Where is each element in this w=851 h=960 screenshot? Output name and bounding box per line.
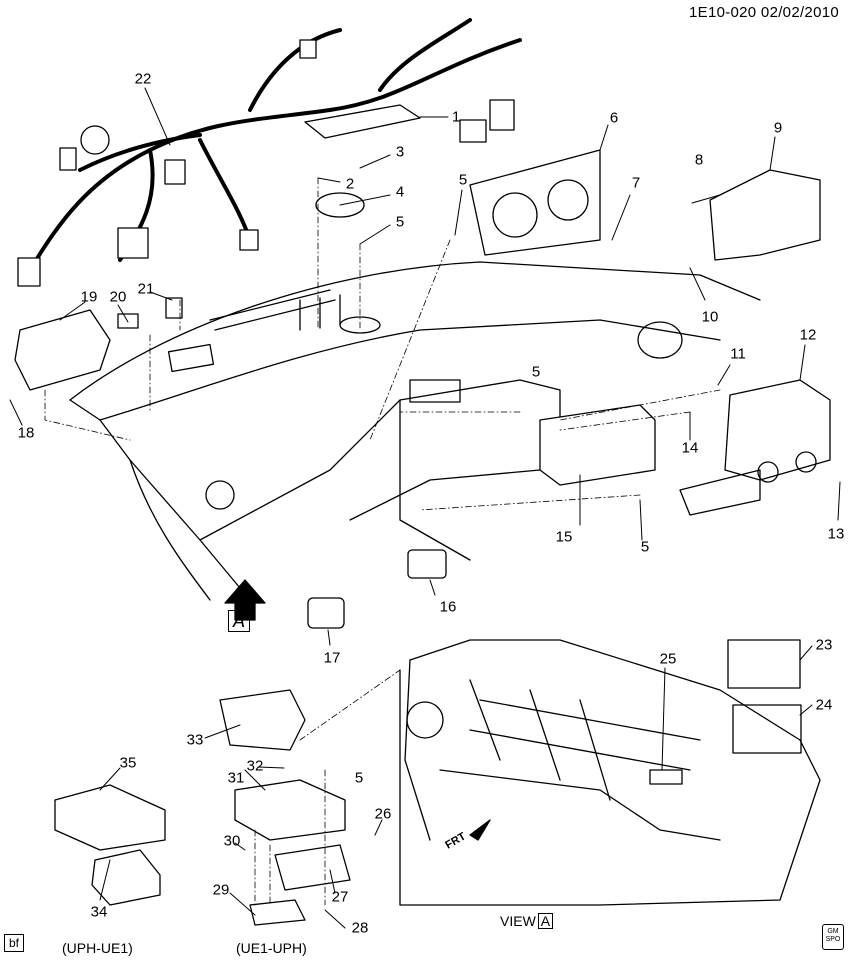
- view-a-marker: A: [228, 610, 251, 632]
- callout-13: 13: [827, 525, 845, 543]
- part-33-module: [219, 689, 306, 751]
- view-letter-box: A: [537, 913, 554, 929]
- callout-34: 34: [90, 903, 108, 921]
- callout-22: 22: [134, 70, 152, 88]
- part-23-module: [727, 639, 801, 689]
- part-31-bracket: [234, 779, 346, 841]
- callout-5: 5: [458, 171, 468, 189]
- callout-2: 2: [345, 175, 355, 193]
- instrument-panel: [69, 261, 761, 601]
- callout-19: 19: [80, 288, 98, 306]
- mid-caption: (UE1-UPH): [236, 940, 307, 956]
- alignment-lines: [44, 177, 721, 906]
- callout-35: 35: [119, 754, 137, 772]
- part-15-radio: [539, 404, 656, 486]
- front-arrow: [469, 819, 491, 841]
- view-a-frame: [399, 669, 601, 906]
- part-27-module: [274, 844, 351, 891]
- leader-lines: [9, 87, 841, 929]
- left-caption: (UPH-UE1): [62, 940, 133, 956]
- part-17-switch: [307, 597, 345, 629]
- part-9-bezel: [709, 169, 821, 261]
- callout-17: 17: [323, 649, 341, 667]
- wiring-harness: [28, 18, 522, 272]
- callout-28: 28: [351, 919, 369, 937]
- callout-5: 5: [354, 769, 364, 787]
- callout-25: 25: [659, 650, 677, 668]
- callout-33: 33: [186, 731, 204, 749]
- diagram-reference-id: 1E10-020 02/02/2010: [689, 4, 839, 21]
- callout-16: 16: [439, 598, 457, 616]
- callout-26: 26: [374, 805, 392, 823]
- callout-10: 10: [701, 308, 719, 326]
- callout-3: 3: [395, 143, 405, 161]
- callout-23: 23: [815, 636, 833, 654]
- part-6-cluster: [469, 149, 601, 256]
- callout-30: 30: [223, 832, 241, 850]
- callout-5: 5: [640, 538, 650, 556]
- part-12-control-panel: [724, 379, 831, 481]
- callout-20: 20: [109, 288, 127, 306]
- callout-1: 1: [451, 108, 461, 126]
- part-34-module: [91, 849, 161, 906]
- callout-27: 27: [331, 888, 349, 906]
- callout-14: 14: [681, 439, 699, 457]
- callout-31: 31: [227, 769, 245, 787]
- view-text: VIEW: [500, 913, 536, 929]
- gm-spo-logo: GM SPO: [822, 924, 844, 950]
- callout-5: 5: [395, 213, 405, 231]
- callout-15: 15: [555, 528, 573, 546]
- callout-8: 8: [694, 151, 704, 169]
- part-24-bracket: [732, 704, 802, 754]
- part-1-grille: [304, 104, 421, 139]
- callout-24: 24: [815, 696, 833, 714]
- part-16-switch: [407, 549, 447, 579]
- part-35-bracket: [54, 784, 166, 851]
- callout-4: 4: [395, 183, 405, 201]
- callout-6: 6: [609, 109, 619, 127]
- callout-21: 21: [137, 280, 155, 298]
- callout-9: 9: [773, 119, 783, 137]
- callout-18: 18: [17, 424, 35, 442]
- callout-32: 32: [246, 757, 264, 775]
- bf-tag: bf: [4, 934, 25, 952]
- callout-12: 12: [799, 326, 817, 344]
- callout-29: 29: [212, 881, 230, 899]
- callout-7: 7: [631, 174, 641, 192]
- harness-connectors: [17, 39, 515, 287]
- callout-5: 5: [531, 363, 541, 381]
- part-19-module: [14, 309, 111, 391]
- callout-11: 11: [730, 345, 746, 363]
